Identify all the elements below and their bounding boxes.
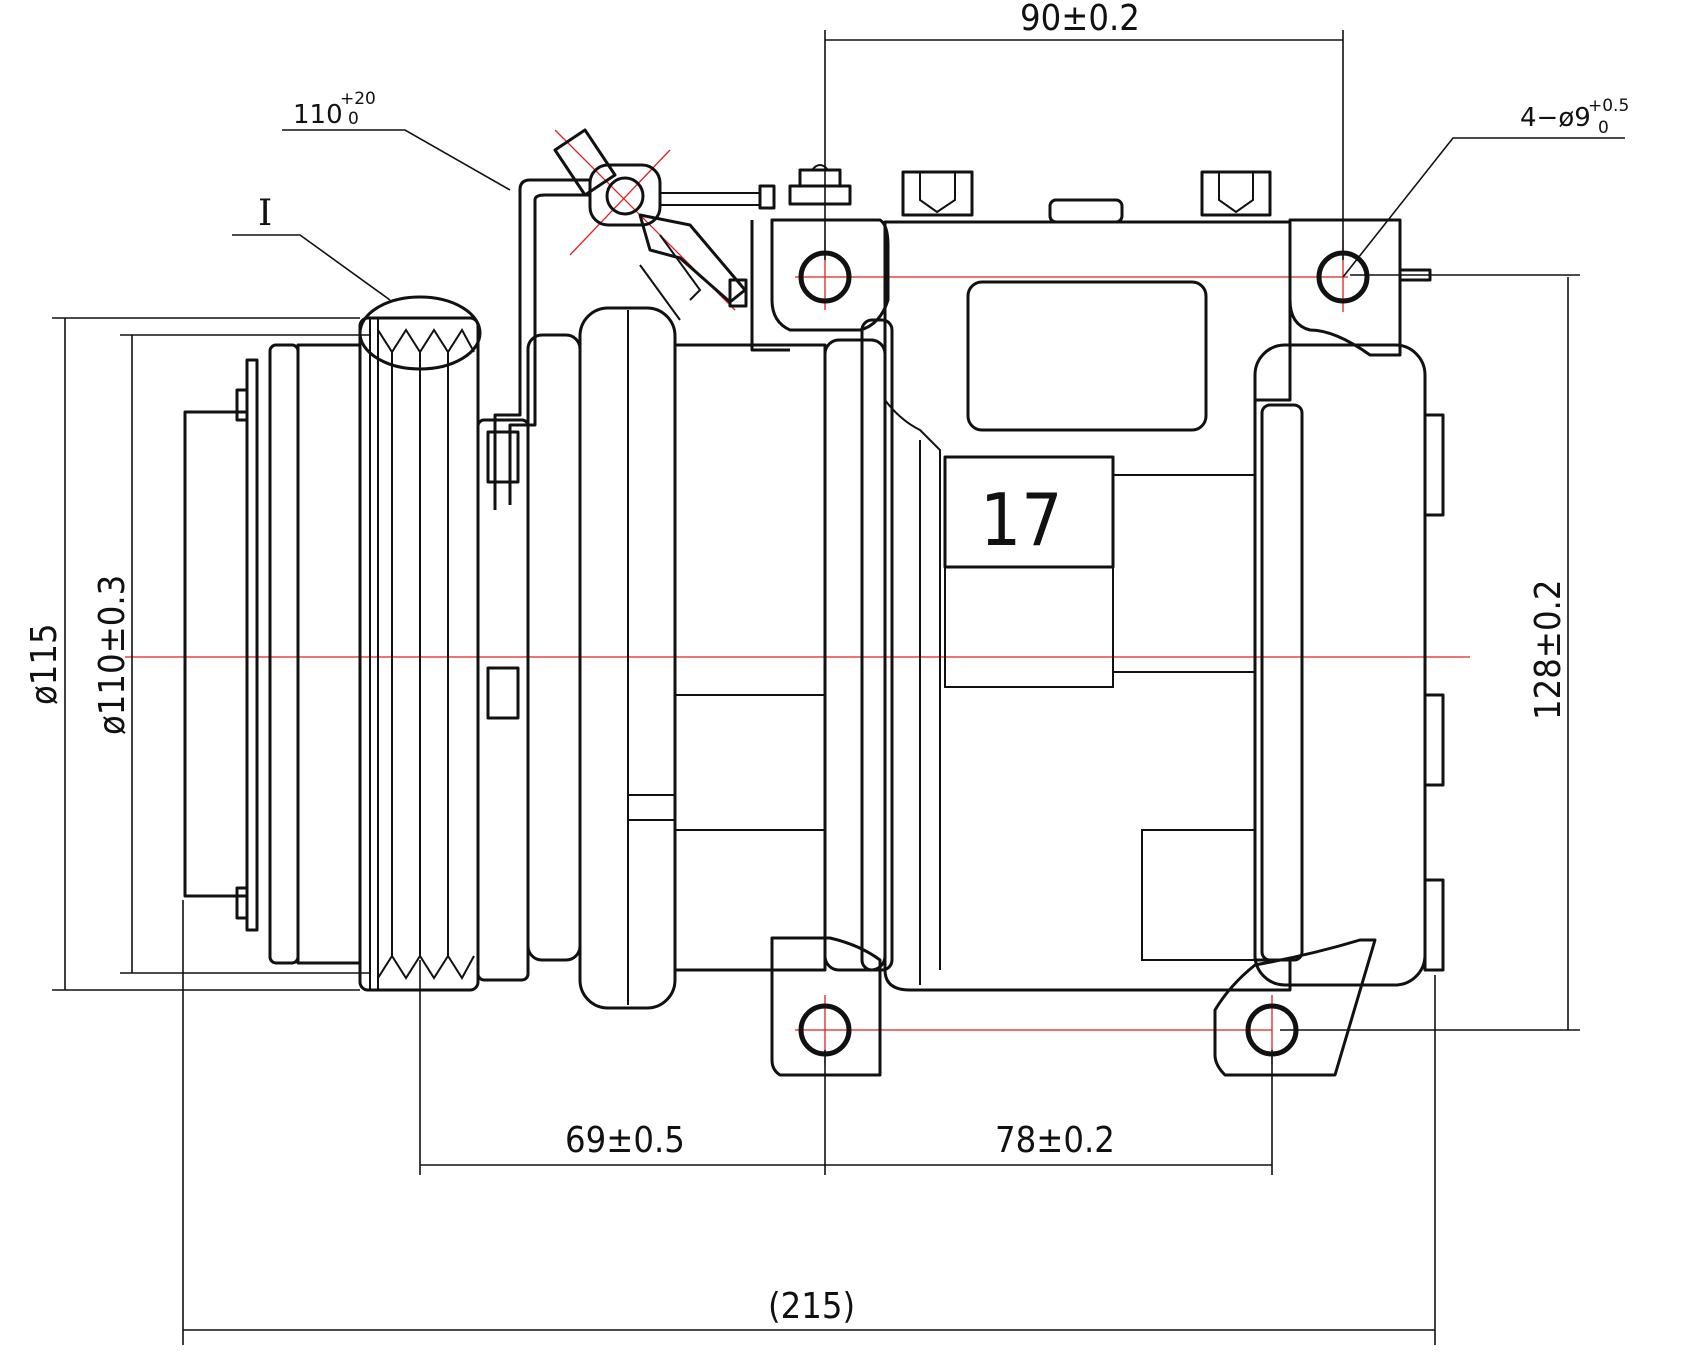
clutch-pulley	[183, 295, 482, 992]
dim-pulley-diameter: ø110±0.3	[92, 575, 133, 735]
dim-height: 128±0.2	[1528, 580, 1569, 720]
dim-wire-length: 110	[293, 100, 343, 130]
dim-hole-spec: 4−ø9	[1520, 103, 1591, 133]
dim-mount-spacing: 78±0.2	[995, 1120, 1115, 1161]
centerlines	[125, 129, 1470, 1065]
dim-wire-tol-upper: +20	[340, 89, 376, 109]
dim-outer-diameter: ø115	[24, 623, 65, 705]
detail-callout-label: I	[258, 193, 272, 234]
part-number-label: 17	[980, 478, 1062, 562]
dim-pulley-to-mount: 69±0.5	[565, 1120, 685, 1161]
front-housing	[476, 306, 827, 1010]
compressor-body	[823, 170, 1445, 992]
dim-top-width: 90±0.2	[1020, 0, 1140, 39]
electrical-connector	[493, 128, 852, 510]
labels: 17 I 90±0.2 4−ø9 +0.5 0 110 +20 0 ø115 ø…	[24, 0, 1629, 1327]
dim-wire-tol-lower: 0	[348, 109, 359, 129]
dim-hole-tol-lower: 0	[1598, 118, 1609, 138]
dimension-lines	[52, 30, 1625, 1345]
dim-hole-tol-upper: +0.5	[1588, 96, 1629, 116]
mounting-ears	[750, 218, 1432, 1077]
dim-overall-length: (215)	[768, 1286, 855, 1327]
